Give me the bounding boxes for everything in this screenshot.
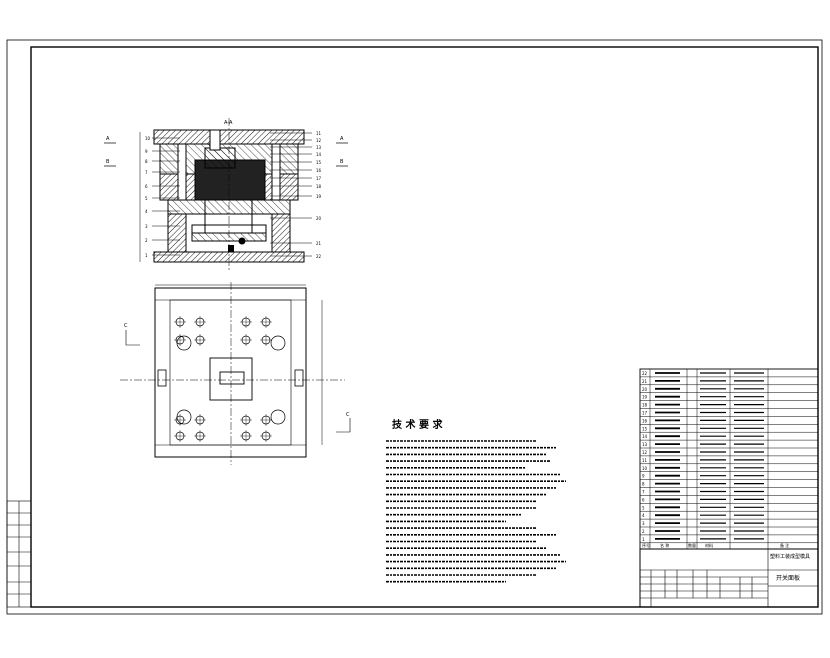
- callout-right: 12: [316, 138, 322, 143]
- section-label-b-right: B: [340, 159, 344, 165]
- tech-requirements-text: [386, 440, 566, 583]
- callout-right: 13: [316, 145, 322, 150]
- bom-row-number: 12: [642, 450, 648, 455]
- bolt-hole: [270, 335, 286, 351]
- side-strip: [6, 500, 32, 608]
- bom-row-number: 6: [642, 497, 645, 502]
- section-label-a-right: A: [340, 136, 344, 142]
- plan-label-c-left: C: [124, 323, 128, 329]
- callout-left: 3: [145, 224, 148, 229]
- bom-row-number: 21: [642, 379, 648, 384]
- bom-row-number: 18: [642, 403, 648, 408]
- bolt-hole: [176, 335, 192, 351]
- section-label-a-left: A: [106, 136, 110, 142]
- bom-header-remark: 备 注: [780, 542, 789, 548]
- bolt-hole: [176, 409, 192, 425]
- title-drawing-name: 开关面板: [776, 574, 800, 582]
- bom-row-number: 16: [642, 418, 648, 423]
- bom-header-name: 名 称: [660, 542, 669, 548]
- title-project: 塑料工装成型模具: [770, 553, 810, 560]
- bom-header-material: 材料: [705, 542, 713, 548]
- inner-border: [30, 46, 819, 608]
- bom-header-qty: 数量: [688, 542, 696, 548]
- bom-header-no: 序号: [642, 542, 650, 548]
- callout-right: 20: [316, 216, 322, 221]
- section-view: [139, 118, 305, 270]
- callout-left: 10: [145, 136, 151, 141]
- bom-row-number: 11: [642, 458, 648, 463]
- bom-row-number: 7: [642, 490, 645, 495]
- callout-right: 16: [316, 168, 322, 173]
- bolt-hole: [270, 409, 286, 425]
- bom-row-number: 17: [642, 411, 648, 416]
- bom-row-number: 22: [642, 371, 648, 376]
- bom-row-number: 4: [642, 513, 645, 518]
- callout-right: 15: [316, 160, 322, 165]
- bom-row-number: 20: [642, 387, 648, 392]
- bom-row-number: 13: [642, 442, 648, 447]
- callout-left: 9: [145, 149, 148, 154]
- title-block: [639, 548, 819, 608]
- bom-row-number: 3: [642, 521, 645, 526]
- callout-right: 11: [316, 131, 322, 136]
- bom-row-number: 10: [642, 466, 648, 471]
- callout-right: 18: [316, 184, 322, 189]
- bom-row-number: 2: [642, 529, 645, 534]
- plan-label-c-right: C: [346, 412, 350, 418]
- callout-left: 5: [145, 196, 148, 201]
- callout-right: 17: [316, 176, 322, 181]
- tech-requirements-title: 技 术 要 求: [392, 418, 443, 431]
- callout-left: 7: [145, 170, 148, 175]
- callout-right: 19: [316, 194, 322, 199]
- callout-left: 4: [145, 209, 148, 214]
- callout-left: 8: [145, 159, 148, 164]
- plan-view-holes: [174, 316, 286, 442]
- callout-right: 22: [316, 254, 322, 259]
- callout-left: 1: [145, 253, 148, 258]
- bom-row-number: 8: [642, 482, 645, 487]
- section-cut-label: A-A: [224, 120, 233, 126]
- plan-view: [120, 282, 351, 465]
- bom-row-number: 19: [642, 395, 648, 400]
- bom-row-number: 14: [642, 434, 648, 439]
- section-markers: [104, 142, 348, 167]
- bom-row-number: 5: [642, 505, 645, 510]
- bom-row-number: 15: [642, 426, 648, 431]
- callout-right: 14: [316, 152, 322, 157]
- bom-row-number: 9: [642, 474, 645, 479]
- callout-left: 6: [145, 184, 148, 189]
- outer-border: [6, 39, 823, 615]
- callout-right: 21: [316, 241, 322, 246]
- bom-row-number: 1: [642, 537, 645, 542]
- section-label-b-left: B: [106, 159, 110, 165]
- callout-left: 2: [145, 238, 148, 243]
- leader-lines: [152, 132, 312, 257]
